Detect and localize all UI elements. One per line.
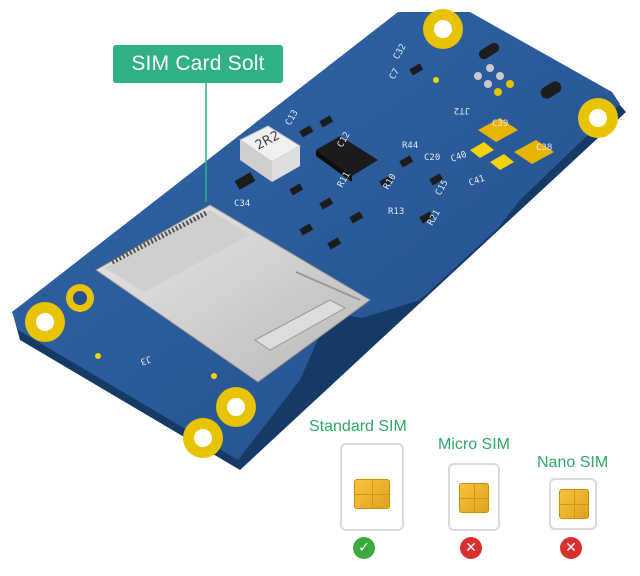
micro-sim-card [448,463,500,531]
mounting-hole [25,302,65,342]
silkscreen-label: C38 [536,143,552,153]
cross-icon: ✕ [460,537,482,559]
silkscreen-label: C20 [424,153,440,163]
silkscreen-label: C34 [234,199,250,209]
mounting-hole [66,284,94,312]
silkscreen-label: JT2 [454,105,470,115]
sim-chip [459,483,489,513]
sim-chip [559,489,589,519]
nano-sim-card [549,478,597,530]
mounting-hole [216,387,256,427]
silkscreen-label: R13 [388,207,404,217]
sim-card-slot-callout: SIM Card Solt [113,45,283,83]
sim-size-label: Standard SIM [309,418,407,435]
inductor: 2R2 [239,125,301,182]
gold-capacitor [478,118,518,142]
gold-pad [470,142,514,170]
header-pins [474,42,562,99]
silkscreen-label: C7 [388,67,402,81]
via-dots [95,77,439,379]
sim-size-label: Nano SIM [537,454,609,471]
sim-size-label: Micro SIM [438,436,510,453]
sim-chip [354,479,390,509]
pcb-board [12,12,620,460]
mounting-hole [578,98,618,138]
gold-capacitor [514,140,554,164]
cross-icon: ✕ [560,537,582,559]
ic-chip [316,136,378,182]
mounting-hole [183,418,223,458]
mounting-hole [423,9,463,49]
silkscreen-label: R44 [402,141,418,151]
standard-sim-card [340,443,404,531]
silkscreen-label: C39 [492,119,508,129]
silkscreen-label: J3 [139,353,153,366]
sim-card-slot [95,204,371,383]
check-icon: ✓ [353,537,375,559]
smd-components [234,63,444,250]
